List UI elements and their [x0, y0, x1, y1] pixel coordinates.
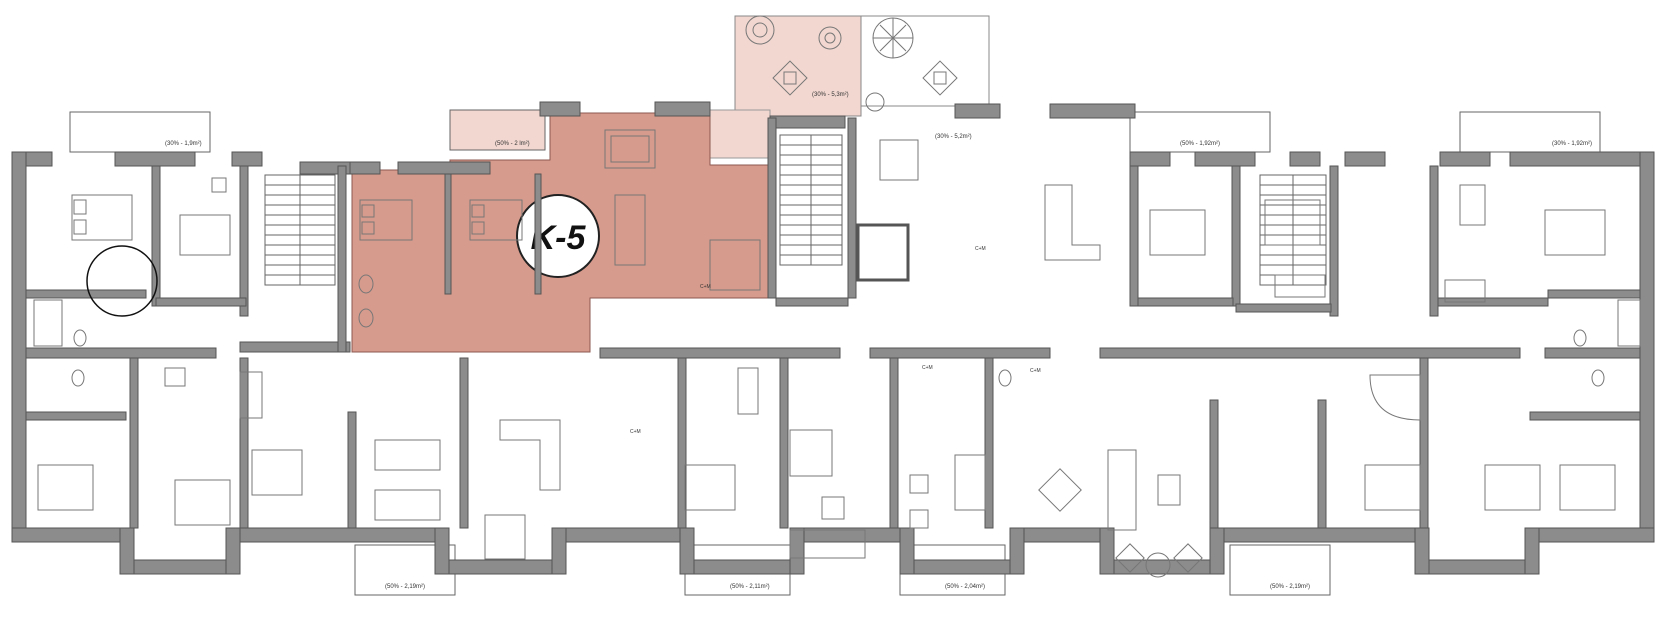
bed-icon [954, 454, 986, 511]
dining-table-icon [789, 429, 833, 477]
dining-table-icon [879, 139, 919, 181]
sofa-icon [499, 419, 561, 491]
terrace-table-icon [922, 60, 958, 96]
bathtub-icon [709, 239, 761, 291]
sofa-icon [789, 529, 866, 559]
desk-chair-icon [909, 509, 929, 529]
bed-icon [1364, 464, 1421, 511]
utility-label: C+M [700, 284, 711, 290]
utility-label: C+M [1030, 368, 1041, 374]
sofa-icon [1107, 449, 1137, 531]
sofa-icon [614, 194, 646, 266]
bathtub-icon [1274, 274, 1326, 298]
balcony-note: (30% - 5,2m²) [935, 134, 972, 140]
sink-icon [164, 367, 186, 387]
bed-icon [37, 464, 94, 511]
bathtub-icon [239, 371, 263, 419]
interior-walls [25, 117, 1641, 529]
bed-icon [684, 464, 736, 511]
corner-bath-icon [1369, 374, 1421, 421]
toilet-icon [1591, 369, 1605, 387]
plant-icon [872, 17, 914, 59]
balcony-note: (50% - 2,19m²) [1270, 584, 1310, 590]
bed-icon [374, 489, 441, 521]
staircase-left [264, 174, 336, 286]
desk-chair-icon [211, 177, 227, 193]
staircase-center [779, 134, 843, 266]
balcony-note: (50% - 1,92m²) [1180, 141, 1220, 147]
balcony-note: (30% - 1,92m²) [1552, 141, 1592, 147]
plant-icon [745, 15, 775, 45]
bed-icon [359, 199, 413, 241]
bed-icon [71, 194, 133, 241]
sofa-icon [1444, 279, 1486, 303]
bed-icon [1484, 464, 1541, 511]
desk-icon [1459, 184, 1486, 226]
terrace-area: (30% - 5,3m²) [449, 15, 990, 159]
bathtub-icon [1617, 299, 1641, 347]
toilet-icon [358, 308, 374, 328]
dining-table-icon [484, 514, 526, 560]
toilet-icon [1573, 329, 1587, 347]
balcony-note: (30% - 1,9m²) [165, 141, 202, 147]
bed-icon [1149, 209, 1206, 256]
armchair-icon [1157, 474, 1181, 506]
bed-icon [251, 449, 303, 496]
plant-icon [818, 26, 842, 50]
bed-icon [174, 479, 231, 526]
bathtub-icon [737, 367, 759, 415]
toilet-icon [73, 329, 87, 347]
toilet-icon [358, 274, 374, 294]
l-shaped-sofa-icon [1044, 184, 1101, 261]
staircase-right [1259, 174, 1327, 286]
bathtub-icon [33, 299, 63, 347]
plant-icon [865, 92, 885, 112]
bed-icon [1264, 199, 1321, 246]
utility-label: C+M [630, 429, 641, 435]
dining-table-icon [604, 129, 656, 169]
balcony-note: (50% - 2,11m²) [730, 584, 770, 590]
bed-icon [1559, 464, 1616, 511]
lounge-set-icon [1115, 543, 1203, 578]
exterior-walls [11, 101, 1655, 575]
terrace-table-icon [772, 60, 808, 96]
bed-icon [179, 214, 231, 256]
desk-chair-icon [909, 474, 929, 494]
door-swing-circle [86, 245, 158, 317]
utility-label: C+M [922, 365, 933, 371]
toilet-icon [71, 369, 85, 387]
bed-icon [374, 439, 441, 471]
bed-icon [469, 199, 523, 241]
toilet-icon [998, 369, 1012, 387]
apartment-k5-highlight[interactable]: K-5 C+M [351, 112, 769, 353]
utility-label: C+M [975, 246, 986, 252]
elevator-shaft [856, 223, 910, 282]
armchair-icon [821, 496, 845, 520]
balcony-note: (30% - 5,3m²) [812, 92, 849, 98]
balcony-note: (50% - 2 lm²) [495, 141, 530, 147]
balcony-note: (50% - 2,04m²) [945, 584, 985, 590]
bed-icon [1544, 209, 1606, 256]
dining-table-icon [1038, 468, 1082, 512]
balcony-note: (50% - 2,19m²) [385, 584, 425, 590]
